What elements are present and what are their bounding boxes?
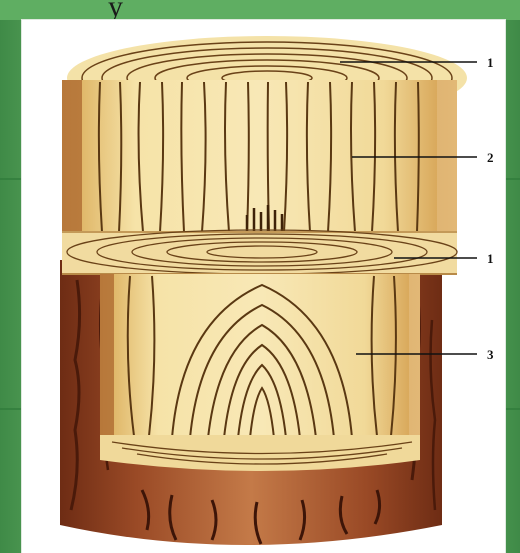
label-1-middle: 1 <box>487 251 494 266</box>
left-rule <box>0 178 22 180</box>
right-rule <box>505 178 520 180</box>
right-rule <box>505 408 520 410</box>
slide-top-strip <box>0 0 520 20</box>
diagram-card: 1 2 1 3 <box>22 20 505 553</box>
tangential-cut <box>100 274 420 439</box>
label-3: 3 <box>487 347 494 362</box>
left-rule <box>0 408 22 410</box>
wood-cuts-illustration: 1 2 1 3 <box>22 20 505 553</box>
label-1-top: 1 <box>487 55 494 70</box>
label-2: 2 <box>487 150 494 165</box>
cross-section-middle <box>62 230 457 274</box>
